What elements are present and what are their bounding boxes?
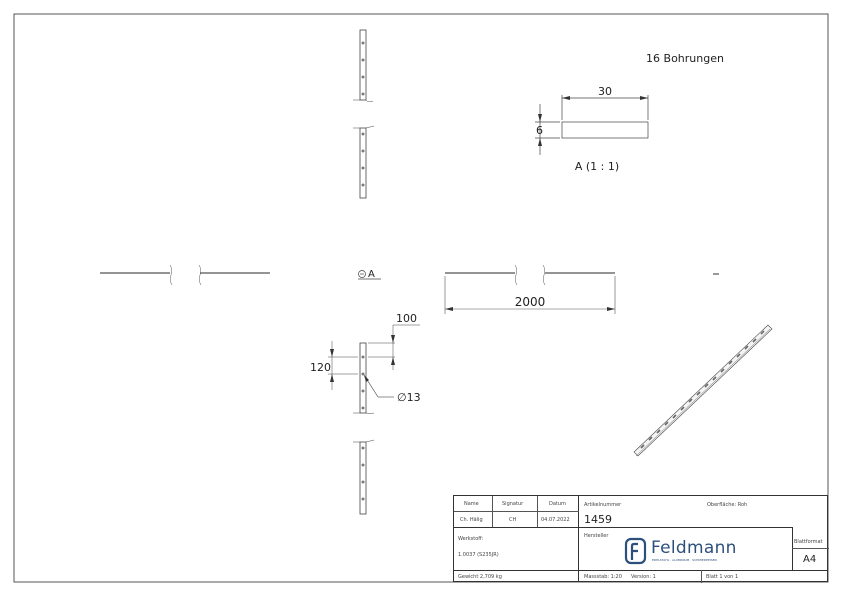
- format-label: Blattformat: [794, 539, 823, 545]
- vertical-view-top: [353, 29, 375, 199]
- value-signature: CH: [509, 517, 517, 523]
- sheet-border: [13, 13, 829, 583]
- value-name: Ch. Hälig: [460, 517, 483, 523]
- feldmann-logo: Feldmann EDELSTAHL · ALUMINIUM · SCHMIED…: [624, 537, 754, 565]
- section-label: A (1 : 1): [575, 160, 619, 173]
- article-number: 1459: [584, 513, 612, 526]
- section-marker-label: A: [368, 269, 375, 280]
- dim-hole-pitch: 120: [310, 361, 331, 374]
- vertical-view-bottom: [328, 324, 420, 515]
- section-marker: A: [358, 269, 381, 280]
- header-signature: Signatur: [502, 501, 524, 507]
- header-name: Name: [464, 501, 479, 507]
- logo-tagline: EDELSTAHL · ALUMINIUM · SCHMIEDEEISEN: [652, 558, 717, 562]
- isometric-view: [633, 324, 773, 457]
- holes-note: 16 Bohrungen: [646, 52, 724, 65]
- sheet-number: Blatt 1 von 1: [706, 574, 739, 580]
- format-value: A4: [803, 554, 817, 565]
- section-detail: [535, 95, 649, 155]
- material-value: 1.0037 (S235JR): [458, 552, 499, 558]
- front-view: [444, 264, 616, 314]
- surface: Oberfläche: Roh: [707, 502, 748, 508]
- dim-hole-diameter: ∅13: [397, 391, 421, 404]
- article-label: Artikelnummer: [584, 502, 622, 508]
- dim-edge-offset: 100: [396, 312, 417, 325]
- value-date: 04.07.2022: [541, 517, 570, 523]
- side-view-left: [100, 264, 270, 286]
- feldmann-logo-icon: [624, 537, 647, 565]
- dim-thickness: 6: [536, 124, 543, 137]
- material-label: Werkstoff:: [458, 536, 484, 542]
- header-date: Datum: [549, 501, 566, 507]
- title-block: Name Signatur Datum Ch. Hälig CH 04.07.2…: [453, 495, 829, 583]
- dim-width: 30: [598, 85, 612, 98]
- weight: Gewicht 2,709 kg: [458, 574, 502, 580]
- scale: Massstab: 1:20: [584, 574, 622, 580]
- dim-length: 2000: [515, 295, 546, 309]
- version: Version: 1: [631, 574, 656, 580]
- manufacturer-label: Hersteller: [584, 533, 609, 539]
- logo-text: Feldmann: [651, 538, 737, 558]
